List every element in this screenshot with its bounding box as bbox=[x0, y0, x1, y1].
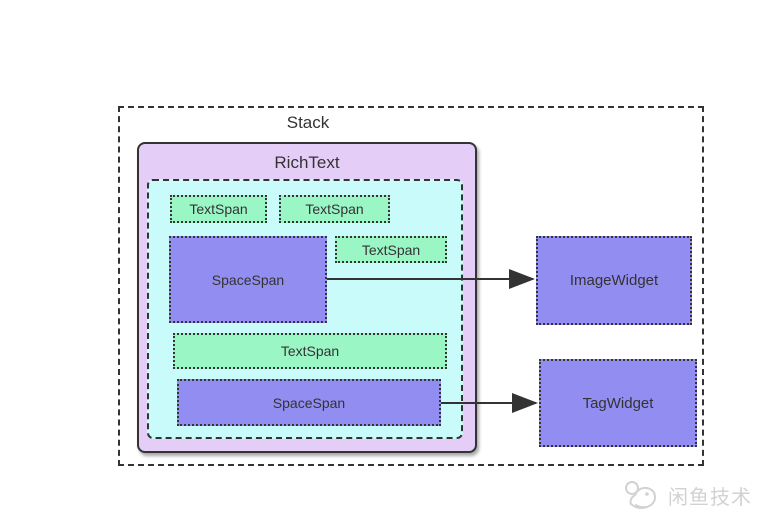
node-textspan-wide: TextSpan bbox=[173, 333, 447, 369]
xianyu-fish-logo-icon bbox=[625, 481, 657, 509]
node-spacespan-bottom: SpaceSpan bbox=[177, 379, 441, 426]
node-tagwidget: TagWidget bbox=[539, 359, 697, 447]
node-stack: Stack RichText TextSpan TextSpan SpaceSp… bbox=[118, 106, 704, 466]
node-textspan-row2: TextSpan bbox=[335, 236, 447, 263]
node-richtext-label: RichText bbox=[274, 153, 340, 172]
node-textspan-row1-b: TextSpan bbox=[279, 195, 390, 223]
node-spacespan-top: SpaceSpan bbox=[169, 236, 327, 323]
watermark-text: 闲鱼技术 bbox=[668, 486, 752, 509]
watermark: 闲鱼技术 bbox=[622, 478, 752, 512]
node-textspan-row1-a: TextSpan bbox=[170, 195, 267, 223]
richtext-span-area: TextSpan TextSpan SpaceSpan TextSpan Tex… bbox=[147, 179, 463, 439]
node-stack-label: Stack bbox=[286, 113, 330, 132]
node-richtext: RichText TextSpan TextSpan SpaceSpan Tex… bbox=[137, 142, 477, 453]
node-imagewidget: ImageWidget bbox=[536, 236, 692, 325]
